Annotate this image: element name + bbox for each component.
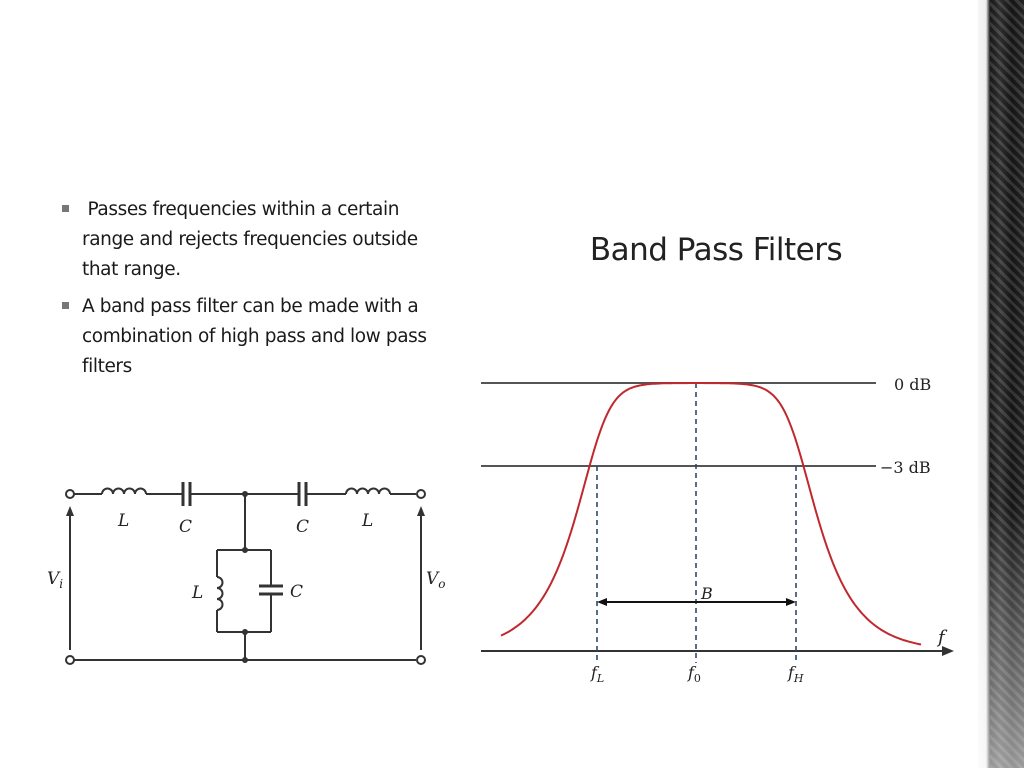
junction-dot xyxy=(242,629,248,635)
inductor-left-icon xyxy=(101,487,147,495)
tick-label-fH: fH xyxy=(787,663,804,685)
arrow-head-icon xyxy=(417,506,425,516)
output-terminal xyxy=(416,489,426,499)
inductor-shunt-icon xyxy=(216,576,224,611)
axis-arrow-icon xyxy=(942,646,954,656)
label-C-shunt: C xyxy=(290,582,303,602)
bullet-square-icon xyxy=(62,302,69,309)
junction-dot xyxy=(242,491,248,497)
label-L-right: L xyxy=(361,511,373,531)
decorative-side-band xyxy=(978,0,1024,768)
junction-dot xyxy=(242,547,248,553)
bullet-text: Passes frequencies within a certain rang… xyxy=(82,199,424,280)
label-L-left: L xyxy=(117,511,129,531)
input-terminal xyxy=(65,655,75,665)
bullet-item: Passes frequencies within a certain rang… xyxy=(62,195,442,285)
label-L-shunt: L xyxy=(191,583,203,603)
tick-label-fL: fL xyxy=(590,663,604,685)
label-vin: Vi xyxy=(47,569,63,591)
arrow-head-icon xyxy=(66,506,74,516)
label-vout: Vo xyxy=(426,569,446,591)
input-terminal xyxy=(65,489,75,499)
label-C-left: C xyxy=(179,517,192,537)
label-bandwidth: B xyxy=(700,584,713,603)
side-band-fade xyxy=(978,508,1024,768)
label-0db: 0 dB xyxy=(894,375,931,394)
arrow-head-icon xyxy=(786,598,796,606)
bullet-item: A band pass filter can be made with a co… xyxy=(62,292,442,382)
bullet-list: Passes frequencies within a certain rang… xyxy=(62,195,442,389)
lc-bandpass-circuit: L C C L L C Vi Vo xyxy=(47,482,446,665)
bullet-text: A band pass filter can be made with a co… xyxy=(82,296,427,377)
response-curve xyxy=(500,382,922,646)
x-axis-label: f xyxy=(936,627,948,648)
arrow-head-icon xyxy=(597,598,607,606)
output-terminal xyxy=(416,655,426,665)
bandpass-response-chart: 0 dB −3 dB B f fL f0 fH xyxy=(481,375,954,685)
inductor-right-icon xyxy=(345,487,391,495)
slide-title: Band Pass Filters xyxy=(589,232,843,268)
tick-label-f0: f0 xyxy=(687,663,701,685)
bullet-square-icon xyxy=(62,205,69,212)
label-minus-3db: −3 dB xyxy=(880,458,931,477)
label-C-right: C xyxy=(296,517,309,537)
junction-dot xyxy=(242,657,248,663)
